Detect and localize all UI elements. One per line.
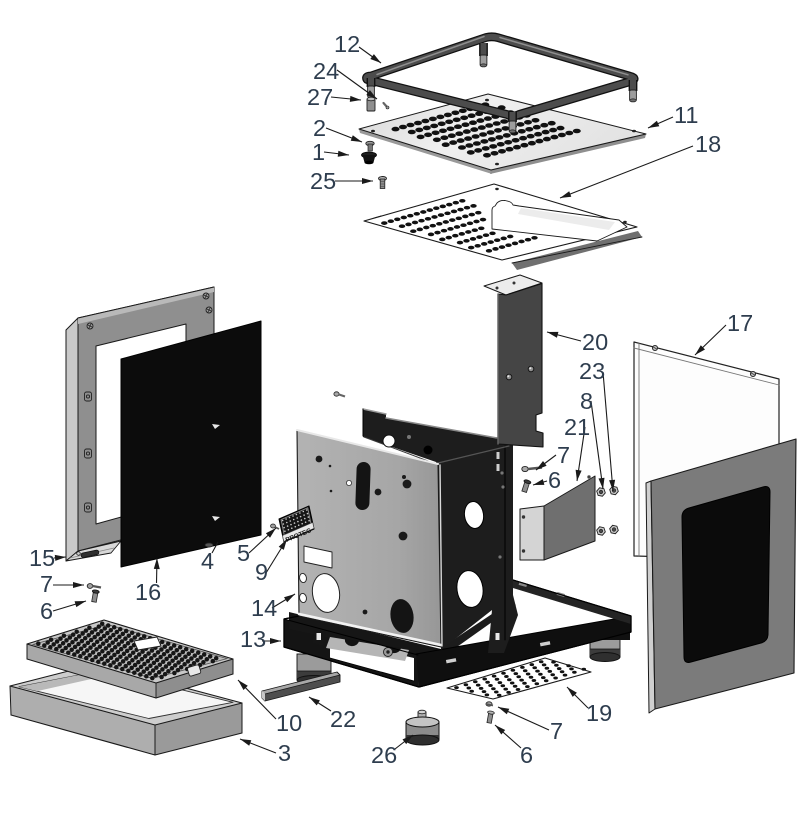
svg-text:15: 15 <box>29 545 55 571</box>
svg-text:4: 4 <box>201 548 214 574</box>
svg-text:27: 27 <box>307 84 333 110</box>
svg-text:21: 21 <box>564 414 590 440</box>
svg-text:5: 5 <box>237 540 250 566</box>
svg-text:24: 24 <box>313 58 339 84</box>
svg-text:8: 8 <box>580 388 593 414</box>
svg-text:16: 16 <box>135 579 161 605</box>
svg-text:7: 7 <box>557 442 570 468</box>
svg-text:12: 12 <box>334 31 360 57</box>
svg-text:11: 11 <box>674 102 698 128</box>
svg-text:20: 20 <box>582 329 608 355</box>
svg-text:9: 9 <box>255 559 268 585</box>
svg-text:13: 13 <box>240 626 266 652</box>
svg-text:26: 26 <box>371 742 397 768</box>
svg-text:18: 18 <box>695 131 721 157</box>
svg-text:23: 23 <box>579 358 605 384</box>
svg-text:14: 14 <box>251 595 277 621</box>
svg-text:10: 10 <box>276 710 302 736</box>
svg-text:19: 19 <box>586 700 612 726</box>
svg-text:1: 1 <box>312 139 325 165</box>
svg-text:7: 7 <box>550 718 563 744</box>
svg-text:22: 22 <box>330 706 356 732</box>
svg-text:2: 2 <box>313 115 326 141</box>
svg-text:6: 6 <box>520 742 533 768</box>
svg-text:25: 25 <box>310 168 336 194</box>
svg-text:6: 6 <box>40 598 53 624</box>
svg-text:3: 3 <box>278 740 291 766</box>
svg-text:17: 17 <box>727 310 753 336</box>
svg-text:6: 6 <box>548 467 561 493</box>
svg-text:7: 7 <box>40 571 53 597</box>
